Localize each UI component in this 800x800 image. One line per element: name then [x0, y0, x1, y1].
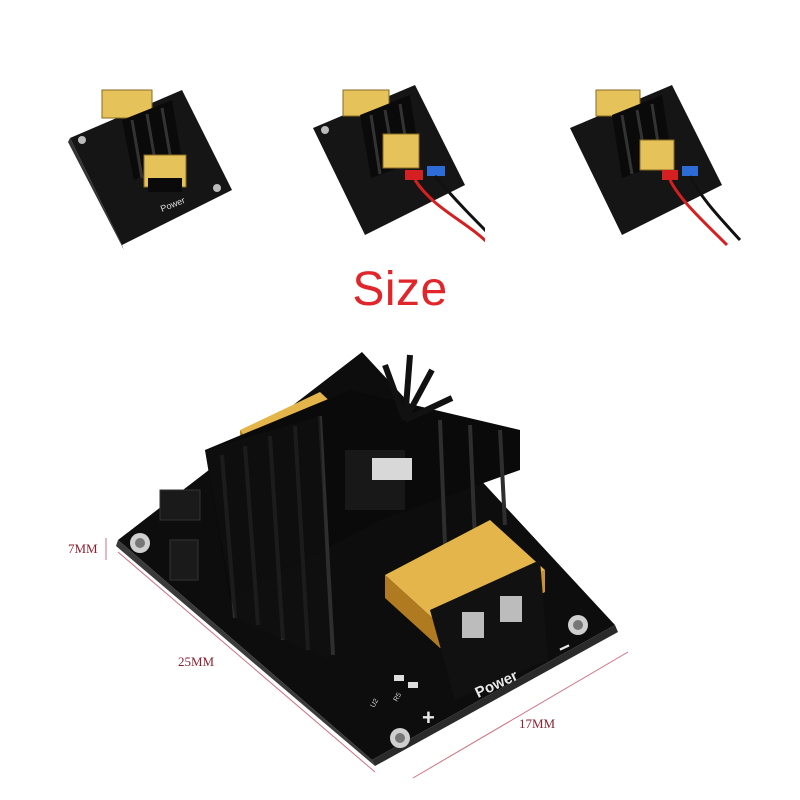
module-size-diagram: Power + − R5 U2: [0, 340, 800, 800]
width-dimension-label: 17MM: [519, 716, 556, 731]
thumbnail-module-side: [562, 60, 742, 250]
length-dimension-label: 25MM: [178, 654, 215, 669]
u2-label: U2: [370, 698, 381, 709]
r5-label: R5: [393, 692, 404, 703]
plus-label: +: [422, 705, 435, 730]
thumbnail-module-top: Power: [62, 60, 242, 250]
height-dimension-label: 7MM: [68, 541, 98, 556]
thumbnail-module-with-wires: [305, 60, 485, 250]
size-title: Size: [352, 263, 448, 316]
